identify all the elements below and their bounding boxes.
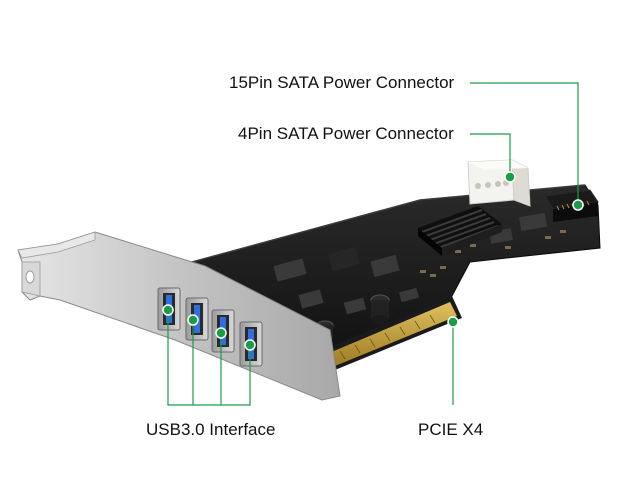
heatsink: [418, 206, 502, 256]
green-dot-icon: [504, 171, 516, 183]
green-dot-icon: [215, 327, 227, 339]
leader-lines: [167, 82, 579, 406]
callout-label-usb-interface: USB3.0 Interface: [146, 420, 276, 439]
callout-dots: [162, 171, 584, 351]
smd-components: [273, 212, 548, 315]
resistors: [420, 230, 566, 277]
green-dot-icon: [572, 199, 584, 211]
leader-15pin: [470, 82, 579, 203]
callout-label-pcie: PCIE X4: [418, 420, 484, 439]
green-dot-icon: [447, 316, 459, 328]
green-dot-icon: [244, 339, 256, 351]
pcie-edge-connector: [318, 296, 462, 372]
green-dot-icon: [187, 314, 199, 326]
leader-4pin: [470, 133, 511, 175]
leader-usb: [167, 312, 251, 406]
molex-4pin-connector: [467, 159, 531, 207]
callout-label-4pin-sata-power: 4Pin SATA Power Connector: [238, 124, 454, 143]
green-dot-icon: [162, 304, 174, 316]
callout-label-15pin-sata-power: 15Pin SATA Power Connector: [229, 73, 455, 92]
sata-15pin-connector: [544, 189, 599, 222]
